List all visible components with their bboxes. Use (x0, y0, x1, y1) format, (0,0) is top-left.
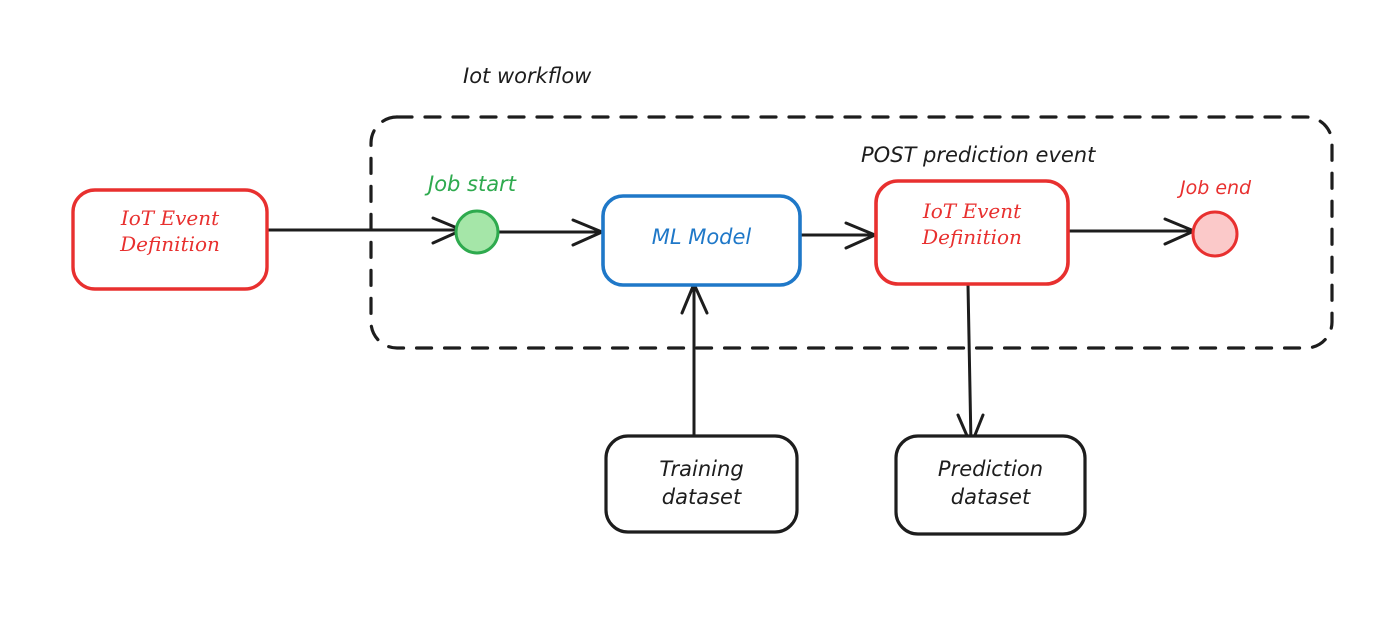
node-ml-model[interactable] (601, 194, 802, 287)
edge-ml-model-to-iot-post (799, 221, 877, 250)
node-job-end[interactable] (1191, 210, 1239, 258)
edge-source-to-job-start (266, 216, 464, 245)
edge-iot-post-to-prediction-dataset (956, 283, 985, 447)
edge-training-dataset-to-ml-model (680, 282, 709, 439)
workflow-container-boundary (369, 115, 1334, 350)
edge-job-start-to-ml-model (495, 218, 604, 247)
node-iot-event-definition-post[interactable] (874, 179, 1070, 286)
node-iot-event-definition-source[interactable] (71, 188, 269, 291)
node-training-dataset[interactable] (604, 434, 799, 534)
node-prediction-dataset[interactable] (894, 434, 1087, 536)
node-job-start[interactable] (454, 209, 500, 255)
edge-iot-post-to-job-end (1068, 217, 1196, 246)
